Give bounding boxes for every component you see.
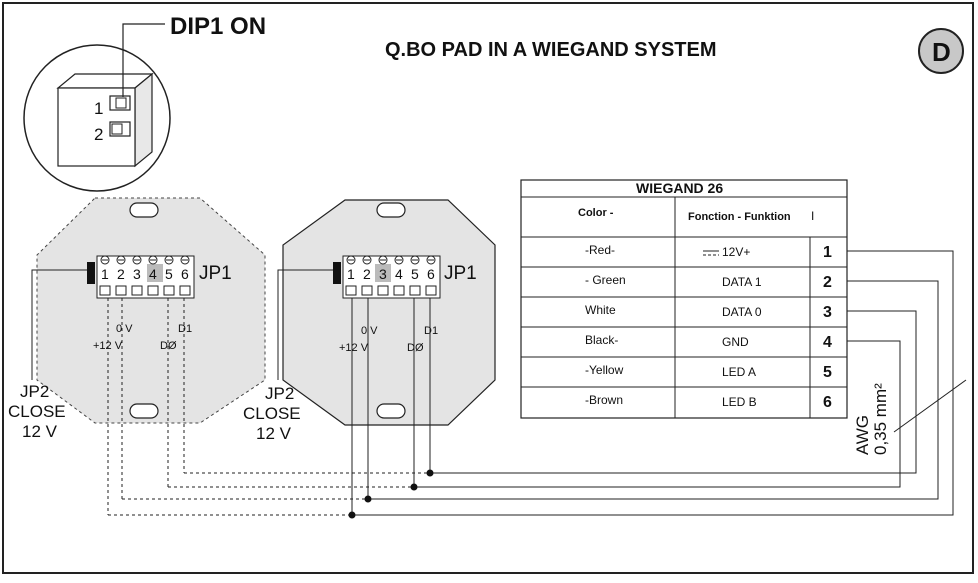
dip-switch-inset: 1 2 [23, 23, 171, 192]
col-function-header: Fonction - Funktion [688, 211, 791, 223]
signal-d1: D1 [424, 325, 438, 337]
dc-symbol-icon [703, 250, 719, 256]
terminal-pin [393, 285, 405, 296]
terminal-number: 2 [363, 266, 371, 282]
row-color: Black- [585, 333, 618, 347]
outer-border [2, 2, 974, 574]
svg-text:D: D [932, 37, 951, 67]
row-pin-number: 4 [823, 334, 832, 351]
jp1-label: JP1 [444, 263, 477, 284]
terminal-number: 1 [347, 266, 355, 282]
row-pin-number: 2 [823, 274, 832, 291]
terminal-pin [361, 285, 373, 296]
row-function: DATA 0 [722, 305, 762, 319]
terminal-pin [345, 285, 357, 296]
row-pin-number: 3 [823, 304, 832, 321]
pad1-jp2-line3: 12 V [22, 422, 58, 441]
terminal-number: 6 [427, 266, 435, 282]
row-function: LED A [722, 365, 756, 379]
row-function: LED B [722, 395, 757, 409]
terminal-block [96, 255, 195, 299]
terminal-pin [377, 285, 389, 296]
terminal-number: 6 [181, 266, 189, 282]
row-function: DATA 1 [722, 275, 762, 289]
pad1-jp2-line1: JP2 [20, 382, 49, 401]
col-color-header: Color - [578, 207, 614, 219]
signal-12v: +12 V [339, 342, 369, 354]
row-function: GND [722, 335, 749, 349]
wiring [107, 250, 967, 516]
mount-slot-bottom [376, 403, 406, 419]
terminal-pin [99, 285, 111, 296]
terminal-number: 5 [165, 266, 173, 282]
row-pin-number: 5 [823, 364, 832, 381]
row-color: - Green [585, 273, 626, 287]
terminal-number: 5 [411, 266, 419, 282]
terminal-number: 2 [117, 266, 125, 282]
jp2-jumper [87, 262, 95, 284]
signal-d1: D1 [178, 323, 192, 335]
section-badge: D [918, 28, 964, 74]
row-color: -Red- [585, 243, 615, 257]
page-title: Q.BO PAD IN A WIEGAND SYSTEM [385, 39, 717, 61]
jp2-jumper [333, 262, 341, 284]
col-function-mark: I [811, 209, 814, 223]
row-pin-number: 6 [823, 394, 832, 411]
row-color: -Brown [585, 393, 623, 407]
terminal-pin [147, 285, 159, 296]
terminal-number: 4 [395, 266, 403, 282]
terminal-pin [179, 285, 191, 296]
pad2-jp2-line3: 12 V [256, 424, 292, 443]
row-function: 12V+ [722, 245, 750, 259]
terminal-pin [115, 285, 127, 296]
table-title: WIEGAND 26 [636, 180, 723, 196]
terminal-number: 3 [133, 266, 141, 282]
mount-slot-top [129, 202, 159, 218]
junction-dots [348, 469, 434, 519]
terminal-pin [163, 285, 175, 296]
signal-0v: 0 V [116, 323, 133, 335]
terminal-block [342, 255, 441, 299]
terminal-number: 4 [149, 266, 157, 282]
dip-label: DIP1 ON [170, 13, 266, 40]
terminal-pin [425, 285, 437, 296]
terminal-pin [131, 285, 143, 296]
row-color: -Yellow [585, 363, 624, 377]
mount-slot-top [376, 202, 406, 218]
terminal-number: 3 [379, 266, 387, 282]
mount-slot-bottom [129, 403, 159, 419]
terminal-number: 1 [101, 266, 109, 282]
svg-text:AWG: AWG [853, 415, 872, 455]
terminal-pin [409, 285, 421, 296]
signal-d0: DØ [407, 342, 424, 354]
signal-0v: 0 V [361, 325, 378, 337]
cable-label: AWG 0,35 mm² [853, 383, 890, 455]
jp1-label: JP1 [199, 263, 232, 284]
svg-text:0,35 mm²: 0,35 mm² [871, 383, 890, 455]
switch-2-label: 2 [94, 125, 103, 144]
row-color: White [585, 303, 616, 317]
pad2-jp2-line1: JP2 [265, 384, 294, 403]
row-pin-number: 1 [823, 244, 832, 261]
switch-1-label: 1 [94, 99, 103, 118]
pad1-jp2-line2: CLOSE [8, 402, 66, 421]
pad2-jp2-line2: CLOSE [243, 404, 301, 423]
